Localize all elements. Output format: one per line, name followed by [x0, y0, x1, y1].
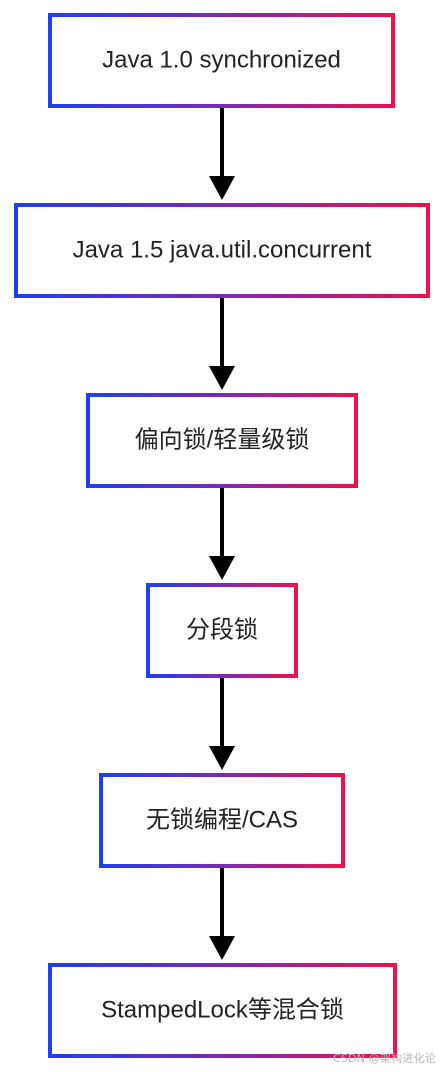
arrow-head: [209, 176, 235, 200]
node-lock-free-cas: 无锁编程/CAS: [99, 773, 345, 868]
node-box: [99, 773, 345, 868]
edge-n5-n6: [209, 868, 235, 960]
node-label: Java 1.0 synchronized: [102, 46, 341, 73]
edge-n4-n5: [209, 678, 235, 770]
node-biased-lightweight-lock: 偏向锁/轻量级锁: [86, 393, 358, 488]
edge-n1-n2: [209, 108, 235, 200]
node-box: [86, 393, 358, 488]
arrow-head: [209, 556, 235, 580]
arrow-head: [209, 366, 235, 390]
node-segment-lock: 分段锁: [146, 583, 298, 678]
node-box: [48, 13, 395, 108]
node-label: 分段锁: [186, 616, 258, 643]
node-java-1-0-synchronized: Java 1.0 synchronized: [48, 13, 395, 108]
nodes: Java 1.0 synchronized Java 1.5 java.util…: [14, 13, 430, 1058]
node-box: [146, 583, 298, 678]
edge-n3-n4: [209, 488, 235, 580]
arrow-head: [209, 746, 235, 770]
arrows: [209, 108, 235, 960]
node-label: StampedLock等混合锁: [101, 996, 344, 1023]
node-stampedlock-hybrid: StampedLock等混合锁: [48, 963, 397, 1058]
edge-n2-n3: [209, 298, 235, 390]
watermark: CSDN @架构进化论: [332, 1052, 436, 1065]
node-label: 偏向锁/轻量级锁: [135, 426, 310, 453]
node-box: [48, 963, 397, 1058]
arrow-head: [209, 936, 235, 960]
node-java-1-5-concurrent: Java 1.5 java.util.concurrent: [14, 203, 430, 298]
node-box: [14, 203, 430, 298]
node-label: 无锁编程/CAS: [146, 806, 298, 833]
node-label: Java 1.5 java.util.concurrent: [73, 236, 372, 263]
